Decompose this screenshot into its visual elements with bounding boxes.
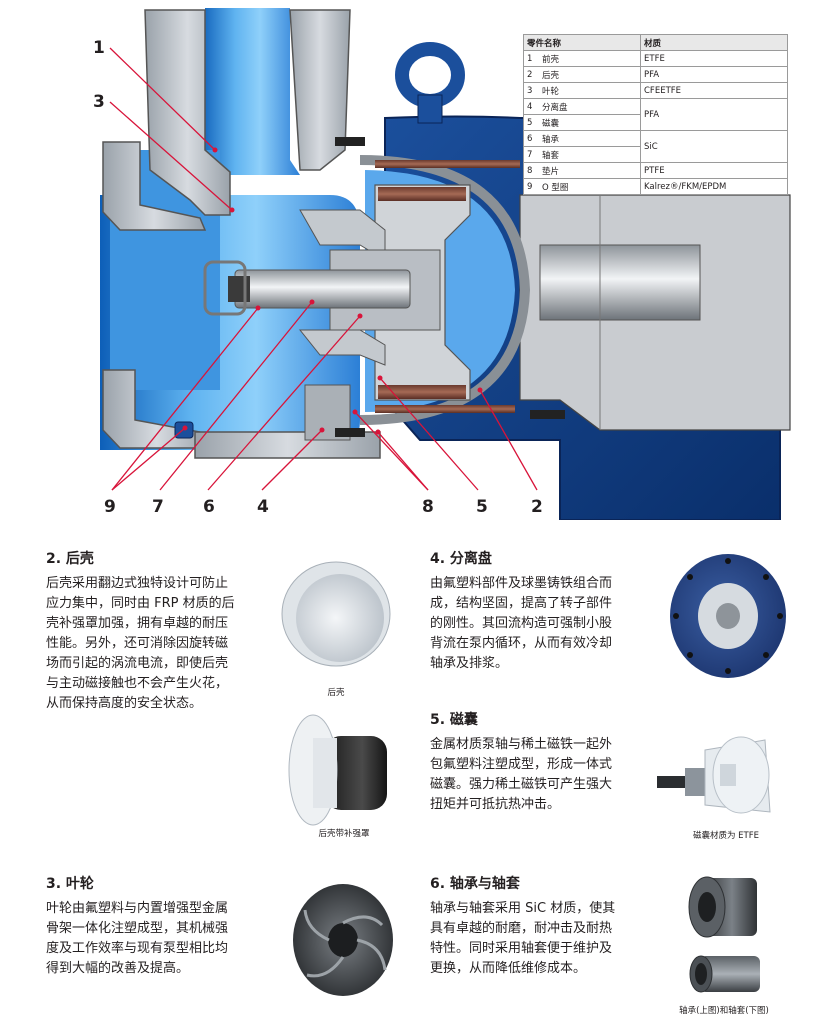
row-material: Kalrez®/FKM/EPDM: [640, 178, 788, 195]
section-3-title: 3. 叶轮: [46, 876, 94, 892]
body-line: 叶轮由氟塑料与内置增强型金属: [46, 901, 229, 916]
row-name: O 型圈: [539, 178, 641, 195]
row-name: 轴承: [539, 130, 641, 147]
body-line: 从而保持高度的安全状态。: [46, 696, 203, 711]
parts-material-table: 零件名称 材质 1 前壳 ETFE 2 后壳 PFA 3 叶轮 CFEETFE …: [523, 34, 788, 195]
magnet-capsule-photo: [657, 736, 771, 814]
row-no: 1: [523, 50, 539, 67]
body-line: 后壳采用翻边式独特设计可防止: [46, 576, 229, 591]
body-line: 磁囊。强力稀土磁铁可产生强大: [430, 777, 613, 792]
body-line: 更换，从而降低维修成本。: [430, 961, 587, 976]
row-name: 垫片: [539, 162, 641, 179]
body-line: 轴承及排浆。: [430, 656, 509, 671]
table-row: 3 叶轮 CFEETFE: [523, 82, 788, 99]
caption-magnet-capsule: 磁囊材质为 ETFE: [692, 831, 760, 841]
body-line: 成，结构坚固，提高了转子部件: [430, 596, 613, 611]
callout-3: 3: [93, 92, 105, 112]
body-line: 扭矩并可抵抗热冲击。: [430, 797, 561, 812]
body-line: 场而引起的涡流电流，即使后壳: [46, 656, 229, 671]
body-line: 度及工作效率与现有泵型相比均: [46, 941, 229, 956]
header-material: 材质: [640, 34, 788, 51]
table-row: 1 前壳 ETFE: [523, 50, 788, 67]
callout-9: 9: [104, 497, 116, 517]
body-line: 与主动磁接触也不会产生火花，: [46, 676, 229, 691]
section-6-title: 6. 轴承与轴套: [430, 876, 520, 892]
caption-rear-casing-reinforced: 后壳带补强罩: [318, 829, 370, 839]
row-material: ETFE: [640, 50, 788, 67]
callout-6: 6: [203, 497, 215, 517]
body-line: 具有卓越的耐磨，耐冲击及耐热: [430, 921, 613, 936]
bearing-photo: [688, 876, 757, 938]
sleeve-photo: [689, 955, 760, 993]
pump-cross-section-diagram: [100, 8, 791, 520]
callout-5: 5: [476, 497, 488, 517]
caption-rear-casing: 后壳: [327, 688, 345, 698]
body-line: 轴承与轴套采用 SiC 材质，使其: [430, 901, 616, 916]
body-line: 包氟塑料注塑成型，形成一体式: [430, 757, 613, 772]
caption-bearing-sleeve: 轴承(上图)和轴套(下图): [679, 1006, 769, 1016]
table-row: 2 后壳 PFA: [523, 66, 788, 83]
row-material: PFA: [640, 98, 788, 131]
rear-casing-with-reinforcement-photo: [288, 714, 387, 826]
section-2-title: 2. 后壳: [46, 551, 94, 567]
callout-4: 4: [257, 497, 269, 517]
row-name: 轴套: [539, 146, 641, 163]
row-name: 叶轮: [539, 82, 641, 99]
row-no: 5: [523, 114, 539, 131]
body-line: 背流在泵内循环，从而有效冷却: [430, 636, 613, 651]
callout-8: 8: [422, 497, 434, 517]
rear-casing-photo: [281, 561, 391, 667]
row-no: 7: [523, 146, 539, 163]
body-line: 壳补强罩加强，拥有卓越的耐压: [46, 616, 229, 631]
row-no: 8: [523, 162, 539, 179]
body-line: 的刚性。其回流构造可强制小股: [430, 616, 613, 631]
row-material: PTFE: [640, 162, 788, 179]
section-4-body: 由氟塑料部件及球墨铸铁组合而 成，结构坚固，提高了转子部件 的刚性。其回流构造可…: [430, 574, 612, 674]
row-no: 6: [523, 130, 539, 147]
body-line: 应力集中，同时由 FRP 材质的后: [46, 596, 235, 611]
row-name: 分离盘: [539, 98, 641, 115]
row-name: 后壳: [539, 66, 641, 83]
row-no: 3: [523, 82, 539, 99]
body-line: 性能。另外，还可消除因旋转磁: [46, 636, 229, 651]
separator-disk-photo: [670, 554, 786, 678]
row-material: PFA: [640, 66, 788, 83]
body-line: 特性。同时采用轴套便于维护及: [430, 941, 613, 956]
body-line: 由氟塑料部件及球墨铸铁组合而: [430, 576, 613, 591]
callout-2: 2: [531, 497, 543, 517]
body-line: 金属材质泵轴与稀土磁铁一起外: [430, 737, 613, 752]
row-name: 磁囊: [539, 114, 641, 131]
callout-7: 7: [152, 497, 164, 517]
row-no: 4: [523, 98, 539, 115]
body-line: 骨架一体化注塑成型，其机械强: [46, 921, 229, 936]
row-name: 前壳: [539, 50, 641, 67]
section-6-body: 轴承与轴套采用 SiC 材质，使其 具有卓越的耐磨，耐冲击及耐热 特性。同时采用…: [430, 899, 615, 979]
section-2-body: 后壳采用翻边式独特设计可防止 应力集中，同时由 FRP 材质的后 壳补强罩加强，…: [46, 574, 235, 714]
header-part-name: 零件名称: [523, 34, 641, 51]
table-row: 9 O 型圈 Kalrez®/FKM/EPDM: [523, 178, 788, 195]
section-5-title: 5. 磁囊: [430, 712, 478, 728]
table-header-row: 零件名称 材质: [523, 34, 788, 51]
body-line: 得到大幅的改善及提高。: [46, 961, 190, 976]
table-row: 6 轴承 SiC: [523, 130, 788, 163]
row-material: CFEETFE: [640, 82, 788, 99]
section-3-body: 叶轮由氟塑料与内置增强型金属 骨架一体化注塑成型，其机械强 度及工作效率与现有泵…: [46, 899, 228, 979]
row-no: 9: [523, 178, 539, 195]
section-4-title: 4. 分离盘: [430, 551, 492, 567]
callout-1: 1: [93, 38, 105, 58]
section-5-body: 金属材质泵轴与稀土磁铁一起外 包氟塑料注塑成型，形成一体式 磁囊。强力稀土磁铁可…: [430, 735, 612, 815]
table-row: 4 分离盘 PFA: [523, 98, 788, 131]
row-no: 2: [523, 66, 539, 83]
impeller-photo: [293, 884, 393, 996]
table-row: 8 垫片 PTFE: [523, 162, 788, 179]
row-material: SiC: [640, 130, 788, 163]
